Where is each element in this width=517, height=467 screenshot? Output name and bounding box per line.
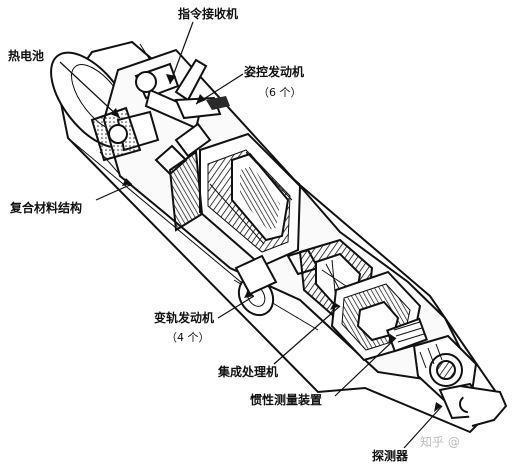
leader-thermal-battery (59, 61, 121, 119)
label-integrated-processor: 集成处理机 (217, 364, 278, 379)
label-command-receiver: 指令接收机 (178, 6, 238, 21)
leader-inertial-measurement (334, 337, 397, 397)
label-composite-structure: 复合材料结构 (9, 200, 82, 215)
label-orbit-change-engine: 变轨发动机 (154, 310, 214, 325)
label-inertial-measurement: 惯性测量装置 (250, 392, 322, 407)
label-detector: 探测器 (372, 448, 409, 463)
inertial-measurement-block (330, 270, 429, 362)
leader-integrated-processor (273, 305, 341, 365)
leader-arrowheads (110, 74, 442, 412)
leader-lines (59, 21, 443, 449)
leader-command-receiver (169, 21, 194, 85)
seeker-detector-head (412, 334, 508, 427)
attitude-control-engines (154, 96, 230, 176)
leader-detector (403, 405, 443, 449)
propellant-section (168, 132, 302, 268)
orbit-change-engines (234, 248, 320, 317)
label-attitude-engine: 姿控发动机 (244, 64, 304, 79)
label-thermal-battery: 热电池 (8, 48, 44, 63)
watermark-text: 知乎 @ (420, 435, 460, 449)
thermal-battery-block (90, 106, 142, 162)
label-attitude-engine-count: （6 个） (258, 86, 302, 99)
leader-orbit-change-engine (217, 295, 255, 319)
leader-composite-structure (95, 183, 133, 201)
label-orbit-change-engine-count: （4 个） (166, 331, 210, 344)
